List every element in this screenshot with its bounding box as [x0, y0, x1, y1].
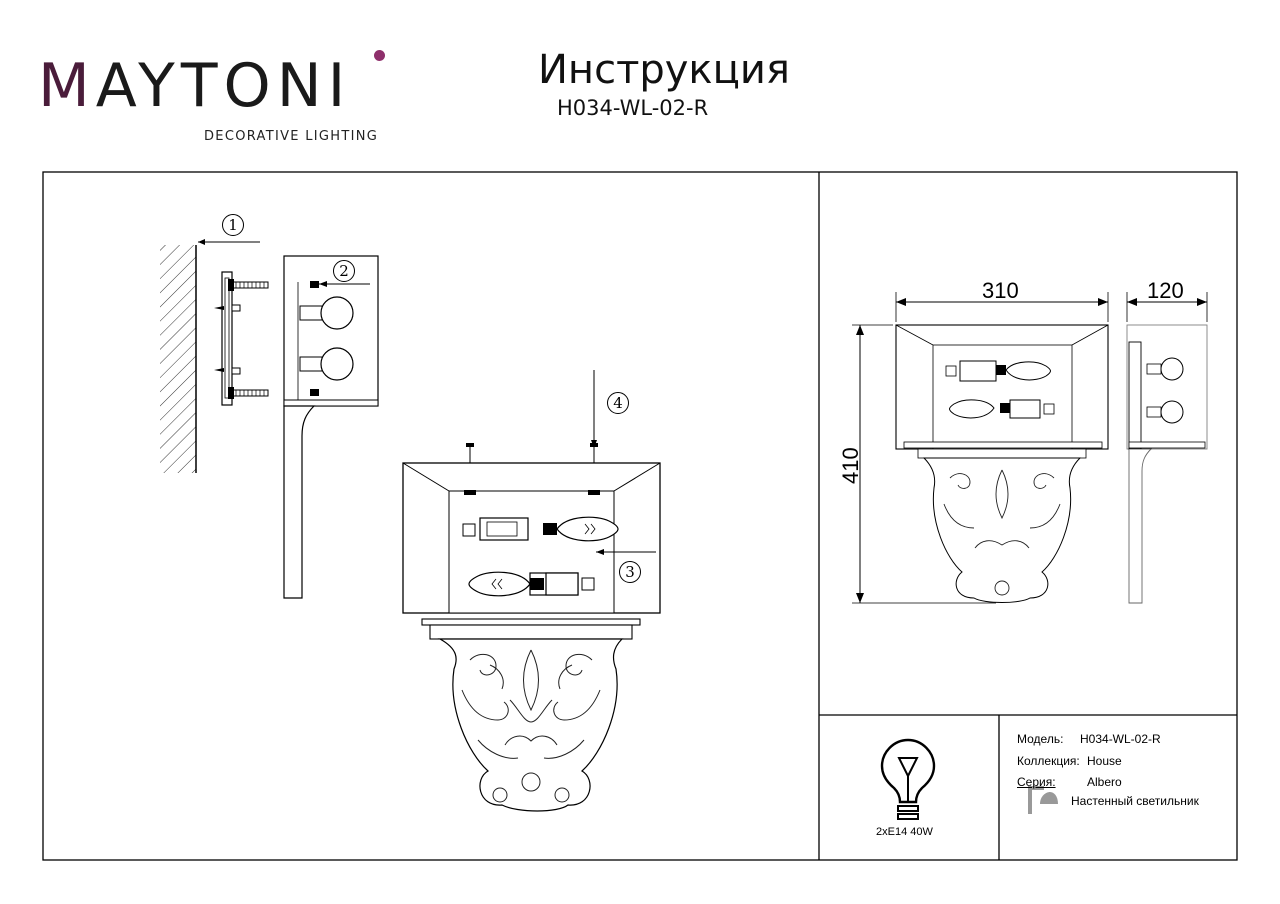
arrow-head-1	[198, 239, 205, 245]
dimension-front-view	[852, 292, 1109, 604]
dimension-depth: 120	[1147, 278, 1184, 303]
side-mounting-view	[160, 239, 379, 599]
bulb-spec: 2xE14 40W	[876, 826, 933, 838]
callout-1: 1	[222, 214, 244, 236]
fixture-box-side	[283, 255, 379, 407]
model-value: H034-WL-02-R	[1080, 732, 1161, 746]
collection-label: Коллекция:	[1017, 754, 1080, 768]
document-model: H034-WL-02-R	[557, 96, 709, 120]
brand-logo: MAYTONI DECORATIVE LIGHTING	[38, 50, 398, 150]
mounting-screw-top	[228, 279, 269, 291]
bulb-icon	[880, 738, 936, 820]
brand-wordmark: MAYTONI	[38, 51, 352, 121]
fixture-stem-side	[283, 405, 316, 599]
mounting-bar	[221, 271, 233, 406]
front-assembly-view	[402, 370, 661, 812]
outer-frame	[42, 171, 1238, 861]
model-label: Модель:	[1017, 732, 1064, 746]
wall-hatch	[160, 245, 196, 473]
series-value: Albero	[1087, 775, 1122, 789]
dimension-height: 410	[838, 447, 863, 484]
collection-value: House	[1087, 754, 1122, 768]
logo-dot	[374, 50, 385, 61]
fixture-type: Настенный светильник	[1071, 794, 1199, 808]
callout-2: 2	[333, 260, 355, 282]
document-title: Инструкция	[538, 47, 790, 93]
series-label: Серия:	[1017, 775, 1056, 789]
carved-capital-front	[437, 638, 624, 812]
mounting-screw-bottom	[228, 387, 269, 399]
callout-3: 3	[619, 561, 641, 583]
mounting-bar-slot	[224, 277, 230, 399]
callout-4: 4	[607, 392, 629, 414]
wall-sconce-icon	[1028, 786, 1058, 814]
brand-tagline: DECORATIVE LIGHTING	[204, 129, 379, 144]
dimension-side-view	[1126, 292, 1208, 604]
dimension-width: 310	[982, 278, 1019, 303]
